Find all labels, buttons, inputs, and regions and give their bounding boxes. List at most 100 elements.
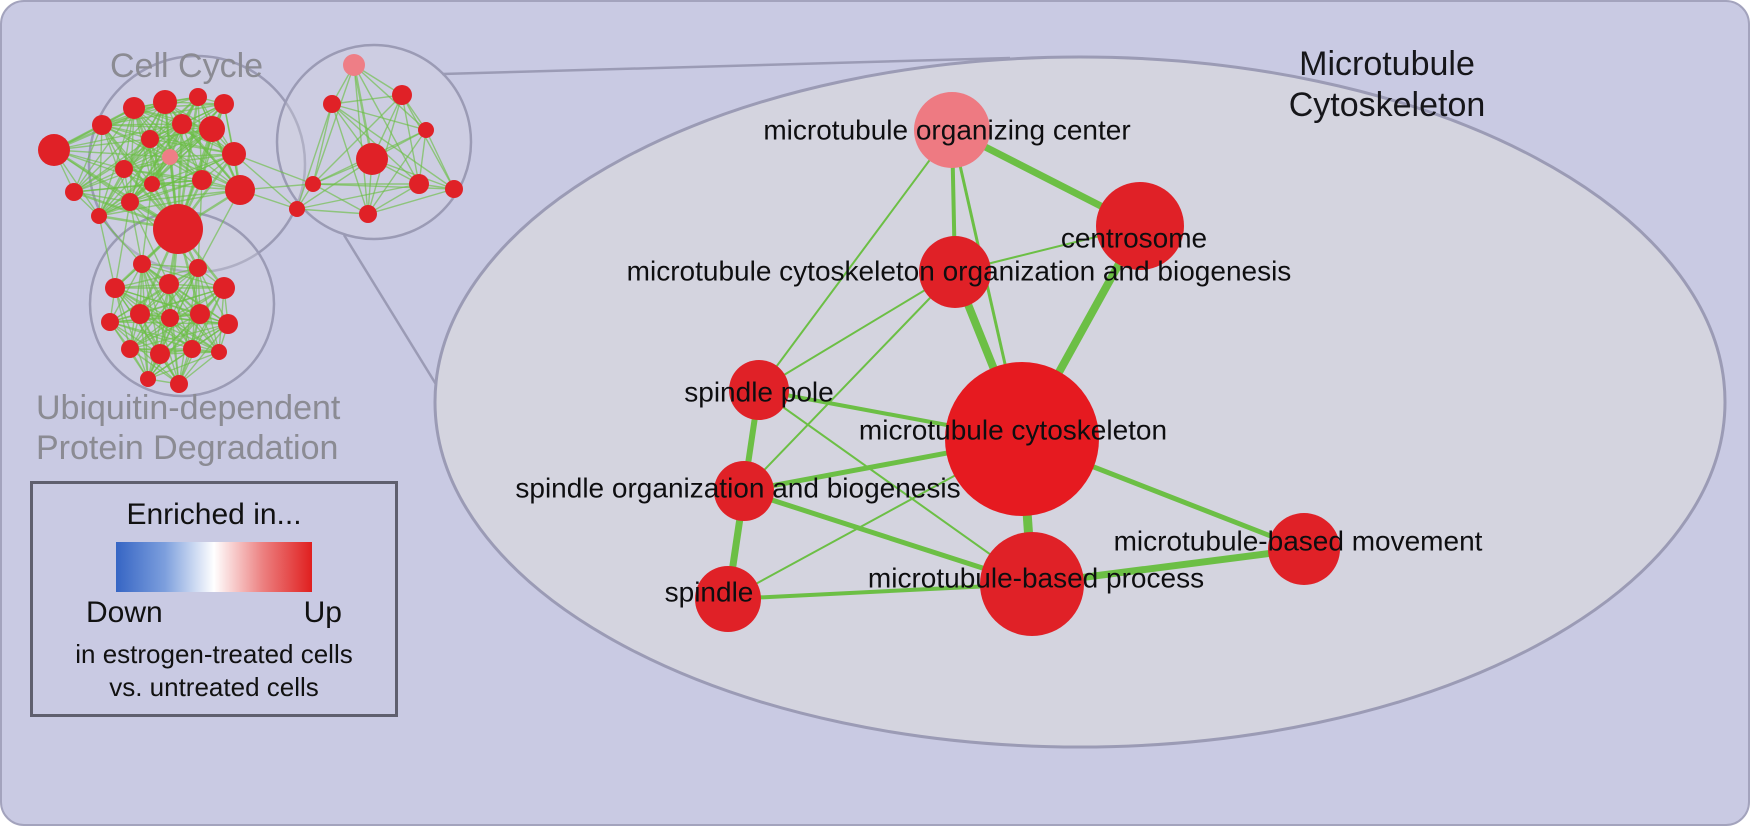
overview-node [289,201,305,217]
overview-edge [296,183,420,210]
overview-edge [425,129,455,190]
overview-edge [53,149,153,185]
overview-node [189,259,207,277]
cluster-label-ubiquitin-line2: Protein Degradation [36,429,339,468]
overview-edge [296,208,369,215]
overview-edge [98,123,183,217]
overview-edge [123,96,199,170]
overview-edge [312,183,369,215]
overview-node [189,88,207,106]
overview-node [159,274,179,294]
node-microtubule-based-movement [1268,513,1340,585]
overview-edge [147,351,220,380]
overview-edge [151,153,235,185]
overview-node [150,344,170,364]
overview-edge [109,263,143,323]
overview-node [133,255,151,273]
overview-node [225,175,255,205]
overview-edge [147,283,170,380]
overview-node [123,97,145,119]
overview-edge [73,183,153,193]
node-label-centrosome: centrosome [1061,222,1207,253]
overview-node [192,170,212,190]
overview-node [218,314,238,334]
overview-edge [169,267,199,319]
node-label-spindle-pole: spindle pole [684,376,833,407]
overview-node [392,85,412,105]
overview-edge [367,129,427,215]
overview-edge [129,348,220,353]
legend-down-label: Down [86,596,163,629]
overview-node [101,313,119,331]
overview-edge [353,64,420,185]
node-microtubule-cytoskeleton-organization-and-biogenesis [919,236,991,308]
overview-node [183,340,201,358]
overview-edge [233,153,298,210]
overview-edge [73,107,135,193]
overview-edge [101,124,203,181]
overview-node [323,95,341,113]
overview-edge [331,103,427,131]
overview-edge [312,64,355,185]
legend-title: Enriched in... [126,498,302,531]
overview-node [162,149,178,165]
overview-edge [73,101,166,193]
overview-edge [73,123,183,193]
cluster-label-ubiquitin: Ubiquitin-dependent Protein Degradation [36,388,340,468]
overview-edge [331,94,403,105]
overview-edge [133,107,153,185]
overview-edge [133,103,225,109]
overview-edge [73,168,125,193]
overview-node [445,180,463,198]
overview-node [121,193,139,211]
overview-node [305,176,321,192]
overview-node [359,205,377,223]
overview-node [105,278,125,298]
overview-node [211,344,227,360]
overview-edge [401,94,420,185]
overview-node [356,143,388,175]
overview-node [170,375,188,393]
overview-node [121,340,139,358]
detail-title-line1: Microtubule [1299,45,1475,83]
node-microtubule-organizing-center [914,92,990,168]
overview-edge [73,191,131,203]
overview-edge [73,138,151,193]
node-label-microtubule-cytoskeleton-organization-and-biogenesis: microtubule cytoskeleton organization an… [627,255,1292,286]
overview-node [418,122,434,138]
overview-node [199,116,225,142]
legend-ends-row: Down Up [86,596,342,630]
overview-edge [139,313,149,380]
overview-edge [296,103,333,210]
edge-microtubule-cytoskeleton-organization-and-biogenesis--spindle-organization-and-biogenesis [743,271,956,492]
overview-edge [164,101,203,181]
overview-edge [197,267,229,325]
overview-node [153,204,203,254]
overview-edge [139,287,225,315]
cluster-label-ubiquitin-line1: Ubiquitin-dependent [36,389,341,427]
overview-edge [73,124,103,193]
overview-edge [129,189,241,203]
overview-node [140,371,156,387]
overview-edge [98,215,143,265]
overview-node [214,94,234,114]
overview-edge [129,323,229,350]
overview-node [190,304,210,324]
overview-node [65,183,83,201]
overview-edge [98,215,116,289]
overview-edge [98,156,171,217]
edge-microtubule-cytoskeleton-organization-and-biogenesis--spindle-pole [758,271,956,391]
overview-node [343,54,365,76]
overview-edge [129,201,143,265]
node-label-spindle: spindle [665,576,754,607]
overview-edge [98,101,166,217]
node-label-microtubule-based-process: microtubule-based process [868,562,1204,593]
overview-node [141,130,159,148]
overview-edge [312,103,333,185]
overview-node [409,174,429,194]
edge-spindle-pole--microtubule-based-process [758,389,1033,585]
overview-node [172,114,192,134]
node-centrosome [1096,182,1184,270]
